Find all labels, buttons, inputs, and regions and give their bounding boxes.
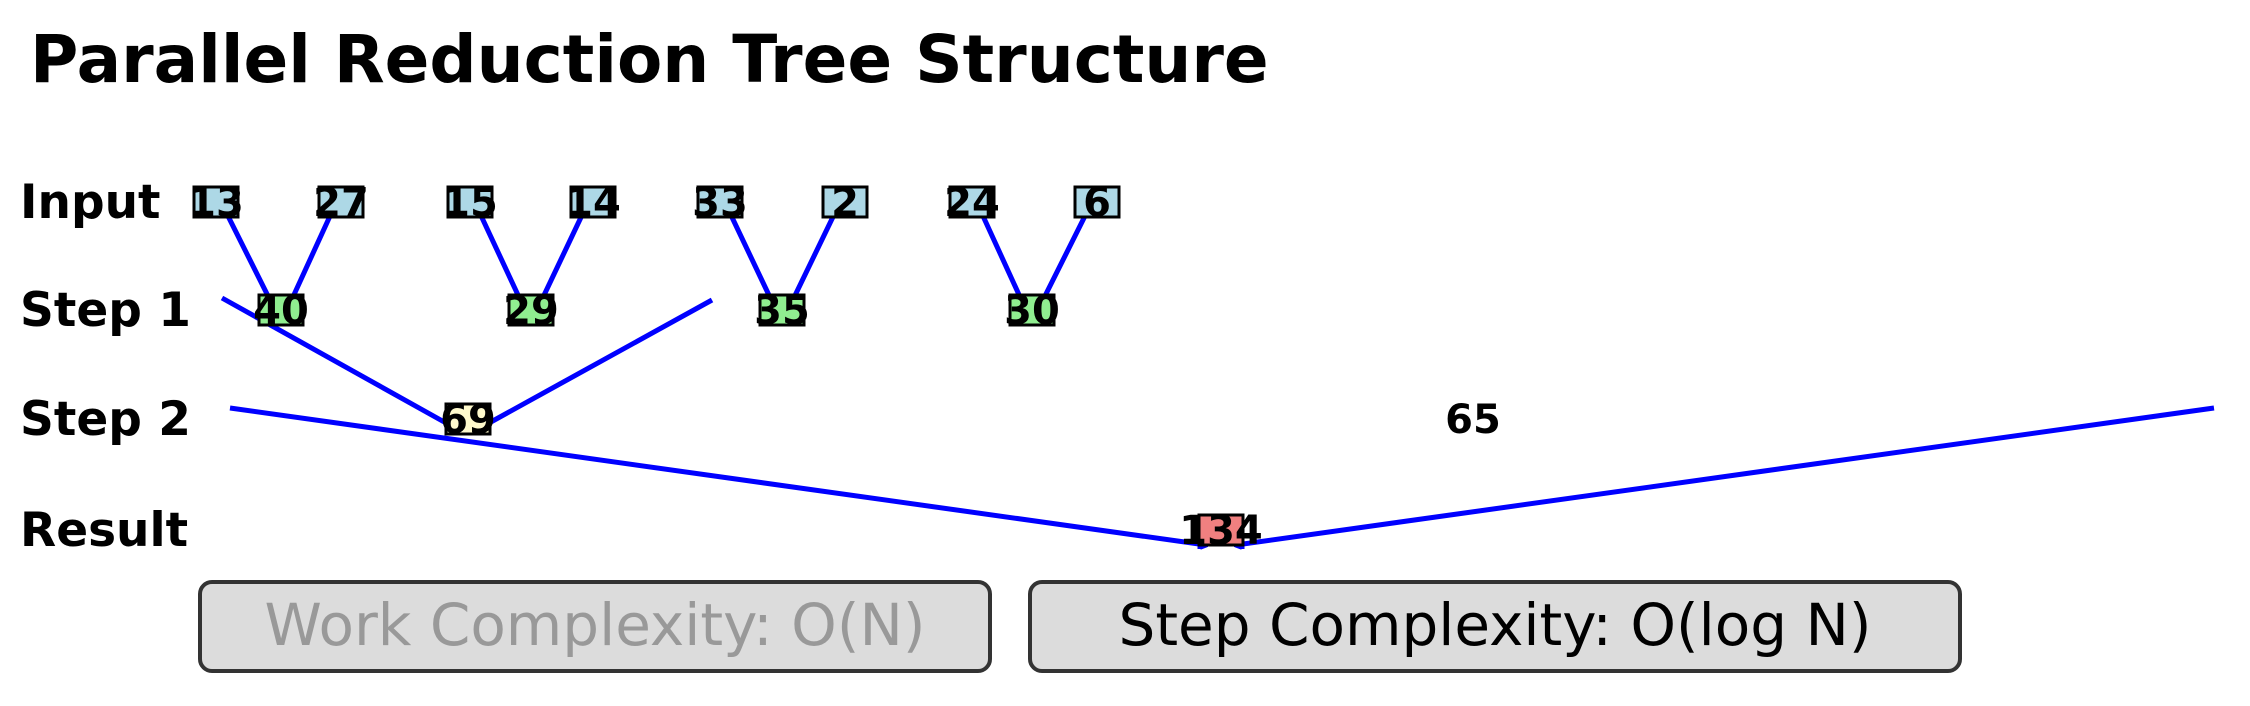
tree-node: 35 bbox=[754, 288, 810, 334]
node-value: 134 bbox=[1179, 508, 1263, 554]
node-value: 33 bbox=[692, 180, 748, 226]
tree-node: 2 bbox=[821, 180, 869, 226]
node-value: 2 bbox=[831, 180, 859, 226]
tree-node: 30 bbox=[1004, 288, 1060, 334]
node-box bbox=[317, 185, 365, 219]
tree-node: 14 bbox=[565, 180, 621, 226]
tree-node: 65 bbox=[1445, 397, 1501, 443]
diagram-title: Parallel Reduction Tree Structure bbox=[30, 21, 1269, 98]
node-box bbox=[257, 293, 305, 327]
tree-node: 69 bbox=[440, 397, 496, 443]
tree-node: 134 bbox=[1179, 508, 1263, 554]
node-box bbox=[821, 185, 869, 219]
tree-node: 6 bbox=[1073, 180, 1121, 226]
level-label: Step 1 bbox=[20, 283, 191, 338]
node-value: 14 bbox=[565, 180, 621, 226]
work-complexity-box bbox=[198, 580, 992, 673]
level-label: Step 2 bbox=[20, 392, 191, 447]
node-box bbox=[758, 293, 806, 327]
node-box bbox=[507, 293, 555, 327]
work-complexity-text: Work Complexity: O(N) bbox=[265, 591, 926, 659]
node-value: 35 bbox=[754, 288, 810, 334]
node-box bbox=[1008, 293, 1056, 327]
node-box bbox=[569, 185, 617, 219]
step-complexity-box bbox=[1028, 580, 1962, 673]
node-box bbox=[948, 185, 996, 219]
node-box bbox=[444, 402, 492, 436]
tree-node: 13 bbox=[188, 180, 244, 226]
tree-node: 40 bbox=[253, 288, 309, 334]
node-box bbox=[696, 185, 744, 219]
tree-node: 29 bbox=[503, 288, 559, 334]
node-box bbox=[446, 185, 494, 219]
node-value: 30 bbox=[1004, 288, 1060, 334]
node-box bbox=[192, 185, 240, 219]
node-value: 15 bbox=[442, 180, 498, 226]
node-value: 65 bbox=[1445, 397, 1501, 443]
tree-node: 24 bbox=[944, 180, 1000, 226]
level-label: Input bbox=[20, 175, 161, 230]
reduction-arrow bbox=[229, 405, 1206, 545]
node-value: 40 bbox=[253, 288, 309, 334]
node-value: 29 bbox=[503, 288, 559, 334]
node-value: 27 bbox=[313, 180, 369, 226]
node-value: 69 bbox=[440, 397, 496, 443]
tree-node: 15 bbox=[442, 180, 498, 226]
reduction-arrow bbox=[480, 297, 714, 428]
node-value: 13 bbox=[188, 180, 244, 226]
node-value: 24 bbox=[944, 180, 1000, 226]
reduction-arrow bbox=[1236, 405, 2215, 545]
step-complexity-text: Step Complexity: O(log N) bbox=[1119, 591, 1872, 659]
tree-node: 27 bbox=[313, 180, 369, 226]
node-box bbox=[1073, 185, 1121, 219]
node-box bbox=[1197, 513, 1245, 547]
level-label: Result bbox=[20, 503, 188, 558]
node-value: 6 bbox=[1083, 180, 1111, 226]
tree-node: 33 bbox=[692, 180, 748, 226]
